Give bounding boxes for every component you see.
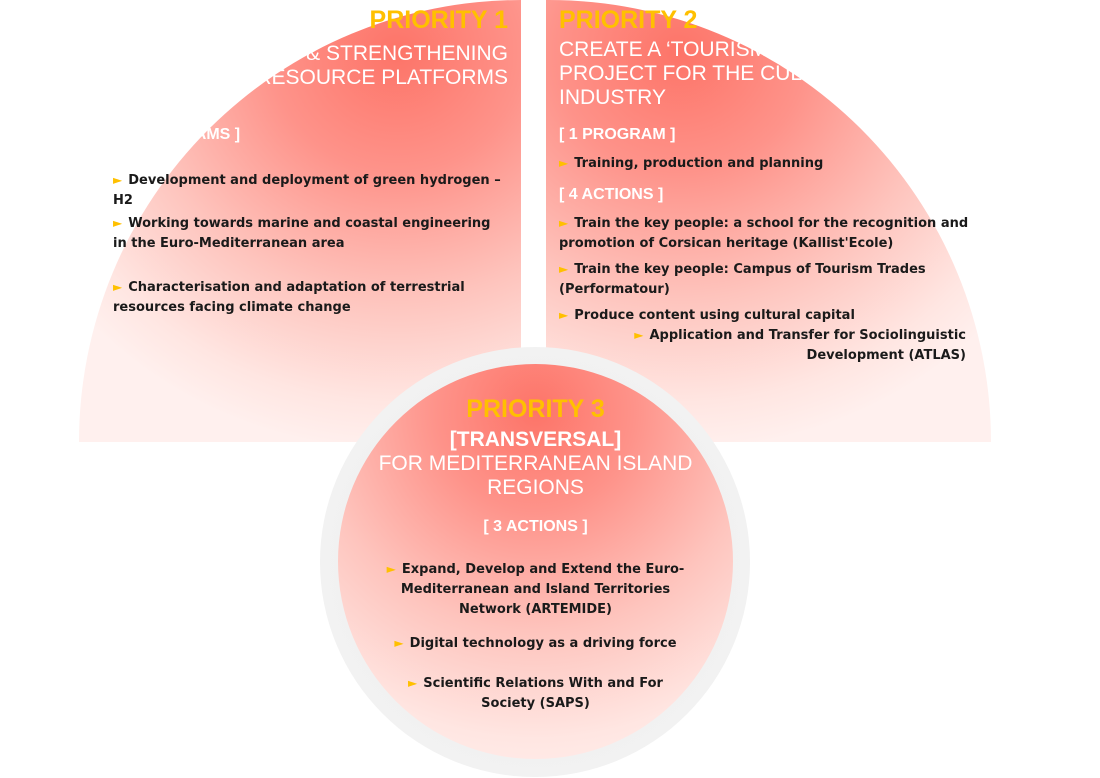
triangle-right-icon: ► [113, 216, 123, 230]
triangle-right-icon: ► [559, 308, 569, 322]
triangle-right-icon: ► [394, 636, 404, 650]
list-item: ►Train the key people: Campus of Tourism… [559, 262, 926, 297]
priority-1-section-programs: [ 3 PROGRAMS ] [113, 126, 241, 143]
list-item: ►Application and Transfer for Sociolingu… [634, 328, 966, 363]
triangle-right-icon: ► [113, 173, 123, 187]
list-item: ►Characterisation and adaptation of terr… [113, 280, 465, 315]
priority-1-subtitle: DEVELOPING & STRENGTHENING NATURAL RESOU… [110, 42, 508, 90]
triangle-right-icon: ► [386, 562, 396, 576]
priority-2-title: PRIORITY 2 [559, 6, 698, 34]
priority-1-subtitle-line-1: DEVELOPING & STRENGTHENING [163, 42, 508, 65]
priority-2-subtitle: CREATE A ‘TOURISM LAB’ PROJECT FOR THE C… [559, 38, 869, 109]
priority-3-section-actions: [ 3 ACTIONS ] [483, 518, 588, 535]
priority-1-subtitle-line-2: NATURAL RESOURCE PLATFORMS [154, 66, 508, 89]
list-item: ►Produce content using cultural capital [559, 308, 855, 323]
triangle-right-icon: ► [634, 328, 644, 342]
triangle-right-icon: ► [559, 216, 569, 230]
list-item: ►Scientific Relations With and For Socie… [408, 676, 663, 711]
list-item: ►Train the key people: a school for the … [559, 216, 969, 251]
list-item: ►Expand, Develop and Extend the Euro-Med… [386, 562, 685, 617]
list-item: ►Training, production and planning [559, 156, 824, 171]
triangle-right-icon: ► [559, 156, 569, 170]
priority-1-title: PRIORITY 1 [369, 6, 508, 34]
priority-3-subtitle: FOR MEDITERRANEAN ISLAND REGIONS [378, 452, 693, 499]
priority-2-section-actions: [ 4 ACTIONS ] [559, 186, 664, 203]
list-item: ►Digital technology as a driving force [394, 636, 677, 651]
list-item: ►Development and deployment of green hyd… [113, 173, 501, 208]
list-item: ►Working towards marine and coastal engi… [113, 216, 491, 251]
triangle-right-icon: ► [408, 676, 418, 690]
priority-3-panel [338, 364, 733, 759]
priority-2-section-program: [ 1 PROGRAM ] [559, 126, 676, 143]
triangle-right-icon: ► [113, 280, 123, 294]
priority-3-subtitle-transversal: [TRANSVERSAL] [449, 428, 622, 451]
triangle-right-icon: ► [559, 262, 569, 276]
priority-3-title: PRIORITY 3 [466, 395, 605, 423]
